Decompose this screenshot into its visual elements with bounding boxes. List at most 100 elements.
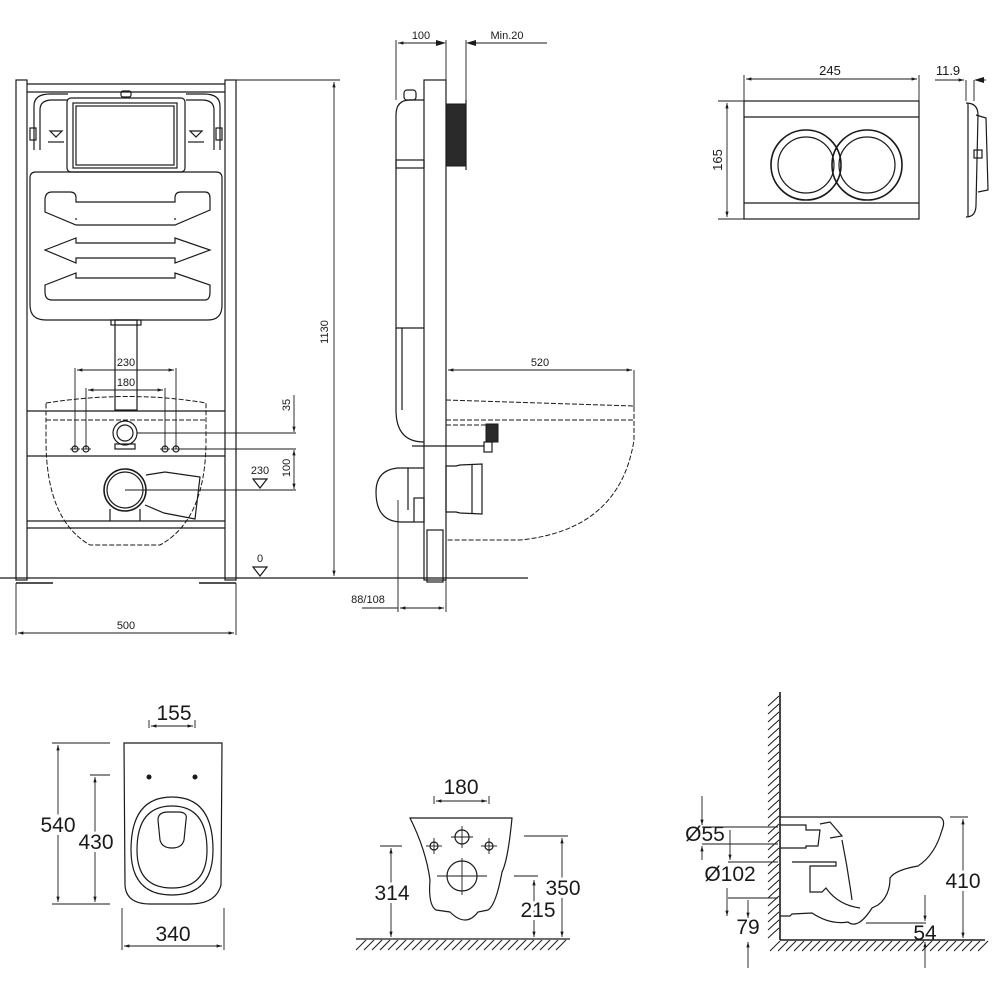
hatch-stroke <box>403 939 415 951</box>
hatch-stroke <box>767 743 780 755</box>
hatch-stroke <box>953 940 965 952</box>
hatch-stroke <box>767 879 780 891</box>
bolt-height-label: 314 <box>374 882 409 905</box>
hatch-stroke <box>483 939 495 951</box>
hatch-stroke <box>849 940 861 952</box>
hatch-stroke <box>945 940 957 952</box>
hatch-stroke <box>769 940 781 952</box>
hatch-stroke <box>767 719 780 731</box>
bowl-depth-label: 520 <box>531 357 549 369</box>
frame-right-upright <box>224 79 237 581</box>
hatch-stroke <box>801 940 813 952</box>
frame-side-view: 100 Min.20 520 88/108 <box>340 30 635 612</box>
bowl-width-label: 340 <box>155 923 190 946</box>
flush-plate-view: 245 165 11.9 <box>710 63 989 220</box>
outlet-height-label: 215 <box>520 899 555 922</box>
hatch-stroke <box>929 940 941 952</box>
hatch-stroke <box>921 940 933 952</box>
offset-mid-label: 100 <box>281 459 293 477</box>
inspection-opening <box>66 97 186 173</box>
hatch-stroke <box>363 939 375 951</box>
hatch-stroke <box>499 939 511 951</box>
flush-button-large <box>831 129 903 201</box>
hatch-stroke <box>977 940 989 952</box>
bowl-side-outline <box>780 816 945 925</box>
hatch-stroke <box>961 940 973 952</box>
plate-width-label: 245 <box>819 63 841 78</box>
level-marker-icon <box>251 566 269 577</box>
cistern-side <box>395 99 424 329</box>
flush-plate <box>743 100 920 220</box>
hatch-stroke <box>767 751 780 763</box>
hatch-stroke <box>767 847 780 859</box>
hatch-stroke <box>767 711 780 723</box>
frame-upright-side <box>423 79 447 581</box>
hatch-stroke <box>825 940 837 952</box>
plate-thickness-label: 11.9 <box>936 63 960 78</box>
hatch-stroke <box>817 940 829 952</box>
hatch-stroke <box>767 855 780 867</box>
hatch-stroke <box>767 759 780 771</box>
hatch-stroke <box>897 940 909 952</box>
flush-plate-side <box>445 103 467 167</box>
hatch-stroke <box>767 903 780 915</box>
hatch-stroke <box>833 940 845 952</box>
hatch-stroke <box>523 939 535 951</box>
hatch-stroke <box>419 939 431 951</box>
bowl-outline <box>45 396 207 546</box>
hatch-stroke <box>881 940 893 952</box>
hatch-stroke <box>475 939 487 951</box>
hatch-stroke <box>443 939 455 951</box>
hatch-stroke <box>767 791 780 803</box>
hatch-stroke <box>767 895 780 907</box>
hatch-stroke <box>767 887 780 899</box>
hatch-stroke <box>873 940 885 952</box>
hatch-stroke <box>459 939 471 951</box>
outlet-diameter-label: Ø102 <box>704 863 755 886</box>
wall-hatch <box>767 695 780 939</box>
hatch-stroke <box>913 940 925 952</box>
hatch-stroke <box>767 807 780 819</box>
hatch-stroke <box>767 815 780 827</box>
hatch-stroke <box>937 940 949 952</box>
hatch-stroke <box>841 940 853 952</box>
frame-height-label: 1130 <box>319 320 331 344</box>
hatch-stroke <box>857 940 869 952</box>
bowl-length-label: 540 <box>40 814 75 837</box>
hatch-stroke <box>767 799 780 811</box>
bolt-inner-label: 180 <box>117 377 135 389</box>
hatch-stroke <box>767 871 780 883</box>
hatch-stroke <box>371 939 383 951</box>
hatch-stroke <box>865 940 877 952</box>
hatch-stroke <box>451 939 463 951</box>
back-bolt-spacing-label: 180 <box>443 776 478 799</box>
top-height-label: 350 <box>545 877 580 900</box>
cistern <box>29 171 223 321</box>
inlet-diameter-label: Ø55 <box>685 823 725 846</box>
hatch-stroke <box>767 863 780 875</box>
hatch-stroke <box>531 939 543 951</box>
hatch-stroke <box>777 940 789 952</box>
hatch-stroke <box>767 831 780 843</box>
hatch-stroke <box>387 939 399 951</box>
hatch-stroke <box>767 919 780 931</box>
hatch-stroke <box>411 939 423 951</box>
frame-front-view: 1130 500 230 180 35 100 230 0 <box>0 79 340 635</box>
outlet-level-label: 230 <box>251 465 269 477</box>
frame-left-upright <box>15 79 28 581</box>
outlet-distance-label: 88/108 <box>351 594 385 606</box>
bolt-spacing-label: 155 <box>156 702 191 725</box>
drain-elbow <box>375 467 424 523</box>
hatch-stroke <box>809 940 821 952</box>
frame-width-label: 500 <box>117 620 135 632</box>
bowl-back-view: 180 314 215 350 <box>355 776 584 951</box>
hatch-stroke <box>905 940 917 952</box>
outlet-height-label: 79 <box>736 916 759 939</box>
bowl-side-view: Ø55 Ø102 79 54 410 <box>685 692 989 968</box>
bowl-back-outline <box>409 817 513 921</box>
floor-hatch <box>355 939 567 951</box>
hatch-stroke <box>889 940 901 952</box>
floor-level-label: 0 <box>257 553 263 565</box>
hatch-stroke <box>355 939 367 951</box>
